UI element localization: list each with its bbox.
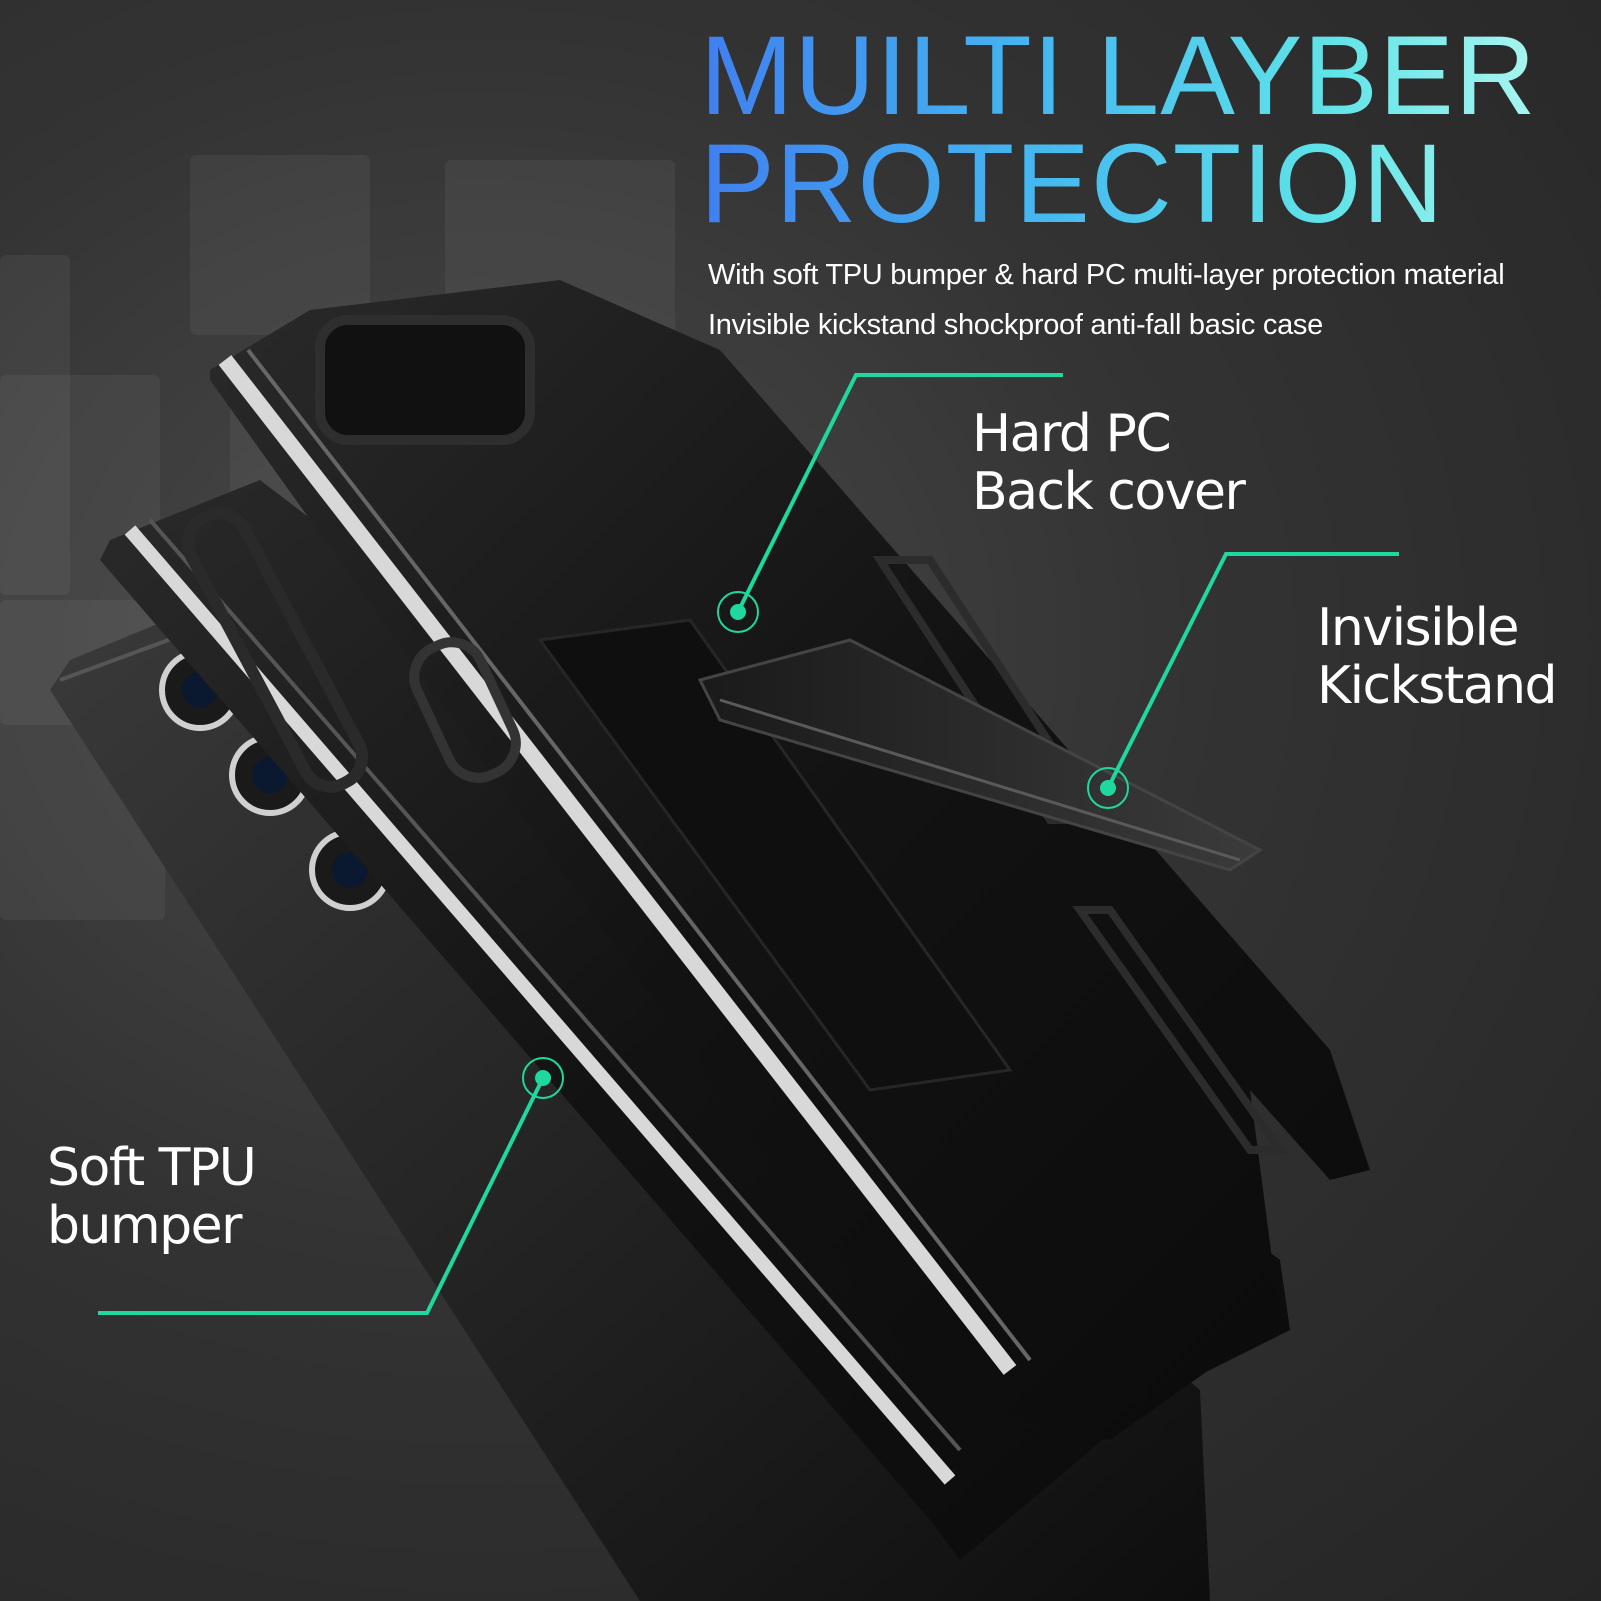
subtitle: With soft TPU bumper & hard PC multi-lay… [708,250,1505,350]
background-square [0,255,70,595]
subtitle-line-2: Invisible kickstand shockproof anti-fall… [708,309,1323,341]
background-square [190,155,370,335]
callout-hard-pc: Hard PC Back cover [972,404,1246,522]
callout-kickstand-line-1: Invisible [1317,598,1520,658]
callout-dot-icon [1087,767,1129,809]
subtitle-line-1: With soft TPU bumper & hard PC multi-lay… [708,259,1505,291]
headline: MUILTI LAYBER PROTECTION [700,22,1537,238]
callout-dot-icon [522,1057,564,1099]
callout-hard-pc-line-2: Back cover [972,462,1246,522]
callout-kickstand: Invisible Kickstand [1317,598,1558,716]
headline-line-1: MUILTI LAYBER [700,13,1537,138]
callout-tpu: Soft TPU bumper [47,1138,257,1256]
callout-dot-icon [717,591,759,633]
kickstand-icon [697,638,1263,872]
callout-kickstand-line-2: Kickstand [1317,656,1558,716]
hard-pc-back-cover [210,280,1370,1440]
callout-hard-pc-line-1: Hard PC [972,404,1172,464]
callout-lines [98,373,1399,1315]
headline-line-2: PROTECTION [700,121,1445,246]
callout-tpu-line-1: Soft TPU [47,1138,257,1198]
callout-tpu-line-2: bumper [47,1196,243,1256]
